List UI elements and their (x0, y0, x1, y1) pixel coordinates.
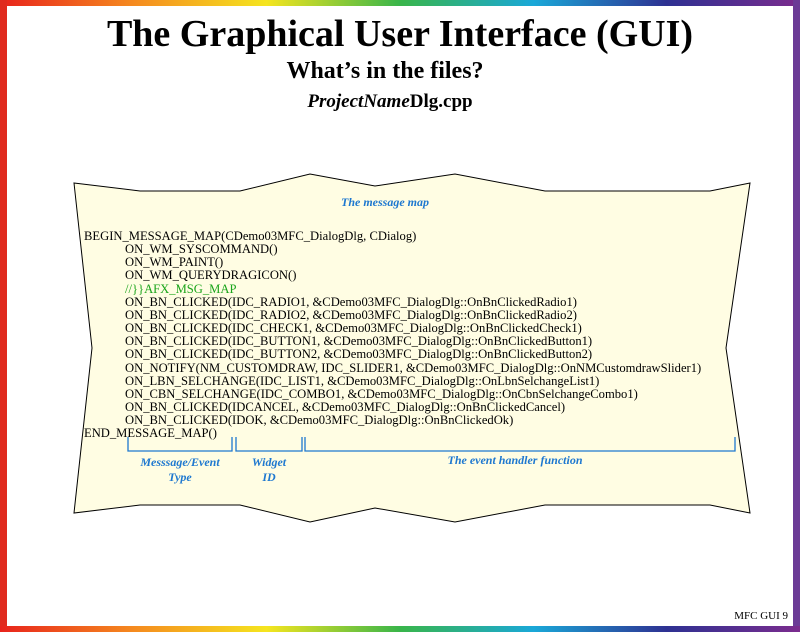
label-event-handler: The event handler function (447, 453, 583, 467)
border-left (0, 0, 7, 632)
code-line: ON_WM_PAINT() (125, 255, 224, 270)
label-widget-line1: Widget (251, 455, 287, 469)
label-message-event-line1: Messsage/Event (140, 455, 220, 469)
code-line: ON_WM_QUERYDRAGICON() (125, 268, 297, 283)
code-line: END_MESSAGE_MAP() (84, 426, 217, 441)
message-map-code: BEGIN_MESSAGE_MAP(CDemo03MFC_DialogDlg, … (84, 229, 702, 441)
label-message-event-line2: Type (168, 470, 192, 484)
code-line: BEGIN_MESSAGE_MAP(CDemo03MFC_DialogDlg, … (84, 229, 417, 243)
code-line: ON_WM_SYSCOMMAND() (125, 242, 278, 257)
message-map-caption: The message map (341, 195, 429, 209)
code-line: ON_BN_CLICKED(IDC_RADIO1, &CDemo03MFC_Di… (125, 294, 577, 309)
slide-footer: MFC GUI 9 (734, 610, 788, 622)
rainbow-border-bottom (0, 626, 800, 632)
label-widget-id: Widget ID (236, 455, 302, 485)
code-line: ON_NOTIFY(NM_CUSTOMDRAW, IDC_SLIDER1, &C… (125, 360, 702, 375)
code-line: //}}AFX_MSG_MAP (125, 281, 237, 296)
bracket-widget-id (235, 437, 303, 452)
bracket-message-type (127, 437, 233, 452)
file-name: ProjectNameDlg.cpp (0, 91, 780, 113)
code-line: ON_BN_CLICKED(IDC_BUTTON1, &CDemo03MFC_D… (125, 334, 593, 349)
border-right (793, 0, 800, 632)
code-line: ON_LBN_SELCHANGE(IDC_LIST1, &CDemo03MFC_… (125, 373, 600, 388)
label-message-event-type: Messsage/Event Type (125, 455, 235, 485)
file-name-italic: ProjectName (307, 91, 410, 112)
label-widget-line2: ID (262, 470, 276, 484)
code-line: ON_BN_CLICKED(IDC_CHECK1, &CDemo03MFC_Di… (125, 321, 582, 336)
scroll-shape (73, 173, 751, 523)
code-line: ON_BN_CLICKED(IDC_RADIO2, &CDemo03MFC_Di… (125, 307, 577, 322)
code-line: ON_CBN_SELCHANGE(IDC_COMBO1, &CDemo03MFC… (125, 386, 638, 401)
slide-title: The Graphical User Interface (GUI) (106, 13, 694, 55)
code-line: ON_BN_CLICKED(IDCANCEL, &CDemo03MFC_Dial… (125, 400, 566, 415)
code-line: ON_BN_CLICKED(IDOK, &CDemo03MFC_DialogDl… (125, 413, 514, 428)
file-name-rest: Dlg.cpp (409, 91, 473, 112)
slide-subtitle: What’s in the files? (286, 58, 484, 84)
bracket-handler (304, 437, 736, 452)
code-line: ON_BN_CLICKED(IDC_BUTTON2, &CDemo03MFC_D… (125, 347, 593, 362)
rainbow-border-top (0, 0, 800, 6)
